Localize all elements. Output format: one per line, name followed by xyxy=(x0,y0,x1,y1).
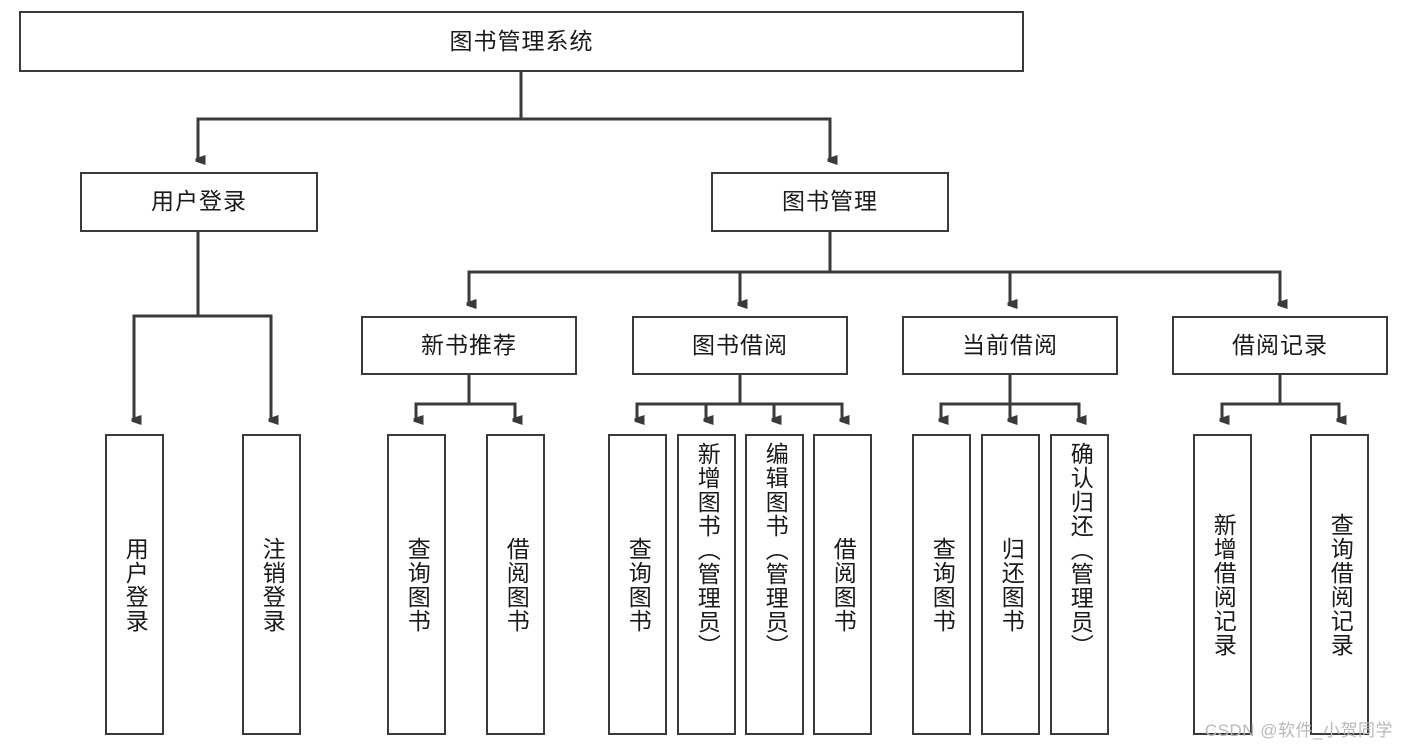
leaf-current-borrow-3[interactable]: 确认归还（管理员） xyxy=(1050,434,1109,735)
node-root-book-management-system[interactable]: 图书管理系统 xyxy=(19,11,1024,72)
node-book-borrow-label: 图书借阅 xyxy=(692,331,788,358)
leaf-book-borrow-2[interactable]: 新增图书（管理员） xyxy=(677,434,736,735)
node-book-management-label: 图书管理 xyxy=(782,188,878,215)
node-borrow-record[interactable]: 借阅记录 xyxy=(1172,316,1388,375)
node-user-login[interactable]: 用户登录 xyxy=(80,172,318,232)
leaf-current-borrow-3-label: 确认归还（管理员） xyxy=(1067,442,1094,658)
leaf-borrow-record-2[interactable]: 查询借阅记录 xyxy=(1310,434,1369,735)
node-user-login-label: 用户登录 xyxy=(151,188,247,215)
leaf-new-book-1[interactable]: 查询图书 xyxy=(387,434,446,735)
node-root-label: 图书管理系统 xyxy=(449,27,594,54)
leaf-book-borrow-4-label: 借阅图书 xyxy=(830,536,857,633)
leaf-borrow-record-1[interactable]: 新增借阅记录 xyxy=(1193,434,1252,735)
leaf-user-login-1-label: 用户登录 xyxy=(122,536,149,633)
leaf-current-borrow-2[interactable]: 归还图书 xyxy=(981,434,1040,735)
node-current-borrow-label: 当前借阅 xyxy=(962,331,1058,358)
node-current-borrow[interactable]: 当前借阅 xyxy=(902,316,1118,375)
leaf-user-login-2-label: 注销登录 xyxy=(259,536,286,633)
leaf-user-login-1[interactable]: 用户登录 xyxy=(105,434,164,735)
leaf-new-book-1-label: 查询图书 xyxy=(404,536,431,633)
node-book-management[interactable]: 图书管理 xyxy=(711,172,949,232)
leaf-book-borrow-3[interactable]: 编辑图书（管理员） xyxy=(745,434,804,735)
leaf-current-borrow-1-label: 查询图书 xyxy=(929,536,956,633)
leaf-borrow-record-1-label: 新增借阅记录 xyxy=(1210,512,1237,657)
node-new-book-recommend[interactable]: 新书推荐 xyxy=(361,316,577,375)
node-borrow-record-label: 借阅记录 xyxy=(1232,331,1328,358)
leaf-current-borrow-2-label: 归还图书 xyxy=(998,536,1025,633)
leaf-borrow-record-2-label: 查询借阅记录 xyxy=(1327,512,1354,657)
leaf-book-borrow-3-label: 编辑图书（管理员） xyxy=(762,442,789,658)
node-new-book-recommend-label: 新书推荐 xyxy=(421,331,517,358)
leaf-book-borrow-1-label: 查询图书 xyxy=(625,536,652,633)
leaf-new-book-2[interactable]: 借阅图书 xyxy=(486,434,545,735)
leaf-current-borrow-1[interactable]: 查询图书 xyxy=(912,434,971,735)
leaf-book-borrow-4[interactable]: 借阅图书 xyxy=(813,434,872,735)
leaf-book-borrow-1[interactable]: 查询图书 xyxy=(608,434,667,735)
leaf-book-borrow-2-label: 新增图书（管理员） xyxy=(694,442,721,658)
leaf-user-login-2[interactable]: 注销登录 xyxy=(242,434,301,735)
node-book-borrow[interactable]: 图书借阅 xyxy=(632,316,848,375)
leaf-new-book-2-label: 借阅图书 xyxy=(503,536,530,633)
